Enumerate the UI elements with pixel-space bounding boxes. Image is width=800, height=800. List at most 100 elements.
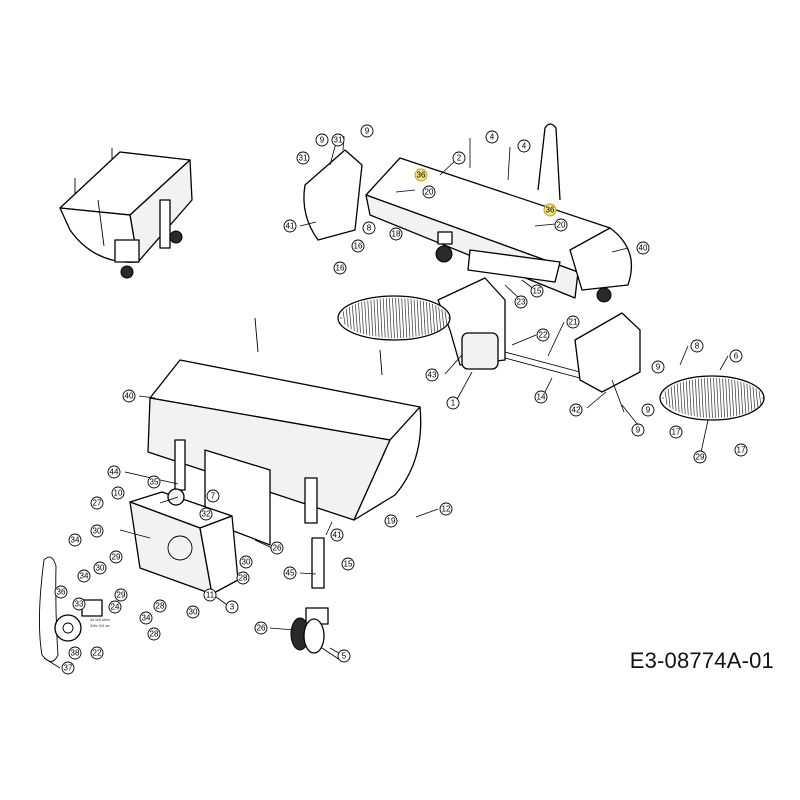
callout-11: 11 — [203, 588, 217, 602]
callout-36-b: 36 — [543, 203, 557, 217]
bristle-stroke — [691, 379, 695, 417]
callout-4-a: 4 — [485, 130, 499, 144]
svg-text:6: 6 — [734, 352, 739, 361]
svg-text:24: 24 — [111, 603, 120, 612]
svg-text:36: 36 — [57, 588, 66, 597]
bristle-stroke — [389, 298, 392, 338]
svg-text:22: 22 — [93, 649, 102, 658]
callout-27: 27 — [90, 496, 104, 510]
svg-text:16: 16 — [354, 242, 363, 251]
callout-31-b: 31 — [296, 151, 310, 165]
bristle-stroke — [355, 303, 358, 333]
gearbox-box: 3x 5/8 shim 3/8x 3/4 ss — [38, 488, 239, 662]
diagram-code: E3-08774A-01 — [629, 648, 774, 673]
bristle-stroke — [401, 298, 405, 338]
callout-38: 38 — [68, 646, 82, 660]
spacer-note: 3/8x 3/4 ss — [90, 623, 109, 628]
callout-28-b: 28 — [153, 599, 167, 613]
svg-text:34: 34 — [71, 536, 80, 545]
callout-9-a: 9 — [315, 133, 329, 147]
bristle-stroke — [667, 388, 671, 408]
bristle-stroke — [701, 378, 704, 418]
bristle-stroke — [422, 301, 426, 335]
svg-text:9: 9 — [656, 363, 661, 372]
callout-34-c: 34 — [139, 611, 153, 625]
bristle-stroke — [435, 305, 439, 331]
bristle-stroke — [734, 380, 738, 416]
top-assembly — [303, 123, 765, 421]
svg-text:21: 21 — [569, 318, 578, 327]
svg-text:8: 8 — [695, 342, 700, 351]
svg-text:15: 15 — [344, 560, 353, 569]
callout-20-b: 20 — [554, 218, 568, 232]
callout-45: 45 — [283, 566, 297, 580]
bristle-stroke — [719, 378, 722, 418]
bristle-stroke — [419, 300, 423, 336]
svg-text:31: 31 — [334, 136, 343, 145]
bristle-stroke — [713, 377, 716, 419]
leader-lines — [43, 135, 729, 669]
svg-text:31: 31 — [299, 154, 308, 163]
bristle-stroke — [348, 306, 352, 330]
callout-22-b: 22 — [90, 646, 104, 660]
bristle-stroke — [432, 303, 435, 333]
bristle-stroke — [676, 383, 680, 413]
overview-sweeper — [59, 148, 193, 279]
bristle-stroke — [749, 384, 753, 412]
bristle-stroke — [752, 386, 756, 410]
svg-text:34: 34 — [142, 614, 151, 623]
callout-32: 32 — [199, 507, 213, 521]
svg-text:9: 9 — [646, 406, 651, 415]
callout-16-a: 16 — [351, 239, 365, 253]
bristle-stroke — [345, 308, 349, 328]
bristle-stroke — [398, 298, 401, 338]
svg-text:2: 2 — [457, 154, 462, 163]
bristle-stroke — [426, 301, 429, 335]
svg-text:11: 11 — [206, 591, 215, 600]
bristle-stroke — [416, 299, 420, 337]
callout-1: 1 — [446, 396, 460, 410]
callout-24: 24 — [108, 600, 122, 614]
bristle-stroke — [395, 297, 398, 339]
bristle-stroke — [737, 380, 741, 416]
svg-text:38: 38 — [71, 649, 80, 658]
callout-30-b: 30 — [239, 555, 253, 569]
callout-26-b: 26 — [254, 621, 268, 635]
callout-40-b: 40 — [122, 389, 136, 403]
bristle-stroke — [351, 305, 355, 331]
callout-29-c: 29 — [114, 588, 128, 602]
svg-text:35: 35 — [150, 478, 159, 487]
bristle-stroke — [358, 302, 361, 334]
svg-text:5: 5 — [342, 652, 347, 661]
bristle-stroke — [725, 378, 728, 418]
callout-44: 44 — [107, 465, 121, 479]
svg-text:3: 3 — [230, 603, 235, 612]
svg-text:36: 36 — [546, 206, 555, 215]
svg-text:9: 9 — [320, 136, 325, 145]
bristle-stroke — [707, 378, 710, 418]
svg-text:30: 30 — [189, 608, 198, 617]
svg-text:29: 29 — [117, 591, 126, 600]
callout-10: 10 — [111, 486, 125, 500]
bristle-stroke — [682, 381, 686, 415]
svg-text:10: 10 — [114, 489, 123, 498]
callout-22-a: 22 — [536, 328, 550, 342]
svg-text:27: 27 — [93, 499, 102, 508]
bristle-stroke — [758, 391, 762, 405]
bristle-stroke — [361, 301, 364, 335]
bristle-stroke — [367, 300, 371, 336]
svg-text:1: 1 — [451, 399, 456, 408]
bristle-stroke — [444, 311, 448, 325]
callout-26-a: 26 — [270, 541, 284, 555]
callout-19: 19 — [384, 514, 398, 528]
svg-text:40: 40 — [639, 244, 648, 253]
bristle-stroke — [382, 298, 386, 338]
svg-text:26: 26 — [273, 544, 282, 553]
bristle-stroke — [342, 311, 346, 325]
bristle-stroke — [731, 379, 735, 417]
bristle-stroke — [688, 380, 692, 416]
svg-text:41: 41 — [286, 222, 295, 231]
svg-text:32: 32 — [202, 510, 211, 519]
svg-text:4: 4 — [522, 142, 527, 151]
